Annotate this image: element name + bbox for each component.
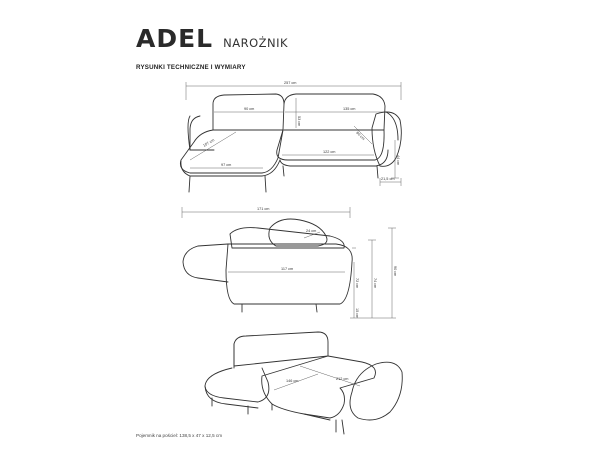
dim-back-height-side: 74 cm (373, 278, 377, 288)
section-title: RYSUNKI TECHNICZNE I WYMIARY (136, 64, 246, 71)
dim-arm-width: 21,5 cm (381, 177, 395, 181)
dim-seat-depth-right: 122 cm (323, 150, 335, 154)
dim-back-height: 53 cm (297, 116, 301, 126)
dim-seat-right-width: 135 cm (343, 107, 355, 111)
dim-pillow-depth: 24 cm (306, 229, 316, 233)
front-view-drawing: 257 cm 90 cm 135 cm 53 cm 107 cm 80 cm 1… (179, 81, 402, 193)
dim-seat-length-side: 117 cm (281, 267, 293, 271)
dim-side-depth: 171 cm (257, 207, 269, 211)
bed-view-drawing: 146 cm 212 cm (204, 331, 403, 435)
product-title: ADEL NAROŻNIK (136, 24, 288, 53)
product-name: ADEL (136, 24, 214, 53)
side-view-drawing: 171 cm 117 cm 24 cm 72 cm 15 cm 74 cm 90… (181, 207, 397, 318)
dim-total-width: 257 cm (284, 81, 296, 85)
storage-footnote: Pojemnik na pościel: 138,5 x 47 x 12,5 c… (136, 433, 223, 438)
dim-bed-width: 146 cm (286, 379, 298, 383)
product-type: NAROŻNIK (223, 36, 289, 50)
dim-chaise-width: 97 cm (221, 163, 231, 167)
dim-total-height: 90 cm (393, 266, 397, 276)
dim-seat-height: 72 cm (355, 278, 359, 288)
dim-leg-height: 44 cm (396, 155, 400, 165)
dim-bed-length: 212 cm (336, 377, 348, 381)
dim-chaise-depth: 107 cm (202, 138, 215, 148)
dim-leg-height-side: 15 cm (355, 308, 359, 318)
dim-armrest-offset: 80 cm (355, 131, 365, 141)
dim-seat-left-width: 90 cm (244, 107, 254, 111)
